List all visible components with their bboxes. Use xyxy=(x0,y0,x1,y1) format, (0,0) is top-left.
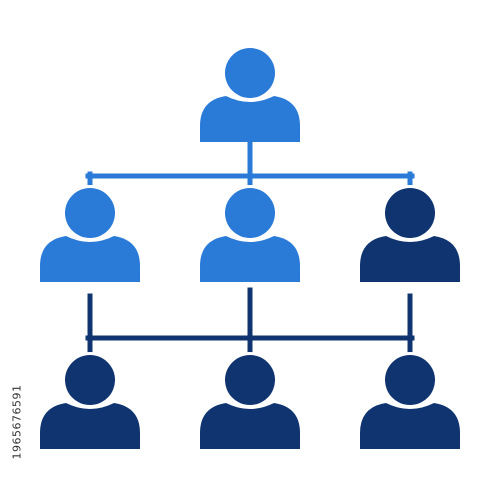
person-icon xyxy=(200,185,300,282)
person-icon xyxy=(200,45,300,142)
people-nodes xyxy=(40,45,460,449)
person-icon xyxy=(40,352,140,449)
person-body xyxy=(360,403,460,449)
person-head xyxy=(65,188,115,238)
person-body xyxy=(200,403,300,449)
person-icon xyxy=(360,352,460,449)
person-icon xyxy=(200,352,300,449)
person-head xyxy=(385,188,435,238)
connector-lines xyxy=(85,137,415,365)
person-head xyxy=(65,355,115,405)
person-icon xyxy=(40,185,140,282)
person-head xyxy=(225,188,275,238)
person-head xyxy=(385,355,435,405)
person-body xyxy=(200,96,300,142)
person-body xyxy=(200,236,300,282)
person-body xyxy=(40,236,140,282)
person-body xyxy=(360,236,460,282)
person-head xyxy=(225,355,275,405)
person-head xyxy=(225,48,275,98)
person-icon xyxy=(360,185,460,282)
stock-id-watermark: 1965676591 xyxy=(10,384,24,460)
person-body xyxy=(40,403,140,449)
